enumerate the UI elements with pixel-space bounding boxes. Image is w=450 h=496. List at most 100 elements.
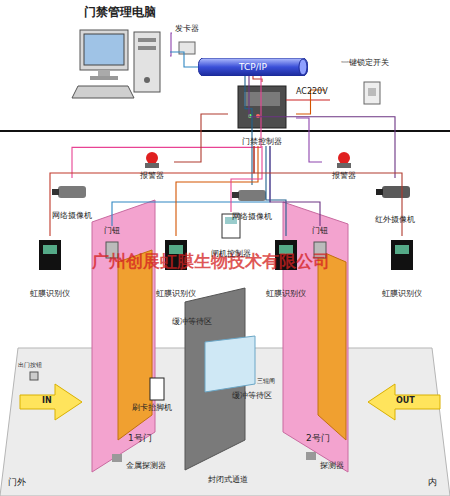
camera-icon (52, 189, 59, 195)
camera-icon (382, 186, 410, 198)
device-label: 虹膜识别仪 (30, 289, 70, 298)
signal-wire (174, 114, 228, 162)
alarm-light-icon (338, 152, 350, 164)
computer-illustration (138, 38, 156, 42)
exit-button-device (30, 372, 38, 380)
alarm-light: 报警器 (130, 144, 174, 180)
iris-reader: 虹膜识别仪 (372, 236, 432, 298)
signal-wire (50, 146, 254, 236)
device-label: 报警器 (332, 171, 356, 180)
device-label: 门禁控制器 (242, 137, 282, 146)
signal-wire (249, 76, 395, 178)
area-label: 门外 (8, 478, 26, 488)
in-arrow (20, 384, 82, 420)
computer-illustration (138, 46, 156, 50)
camera-icon (376, 189, 383, 195)
direction-label: OUT (396, 397, 415, 406)
alarm-light-icon (146, 152, 158, 164)
divider-line (0, 130, 450, 132)
lock-switch-device (368, 88, 376, 96)
detector-device (112, 454, 122, 462)
signal-wire (231, 146, 262, 212)
lock-switch: 一键锁定开关 (325, 58, 405, 114)
iris-device-icon (391, 240, 413, 270)
device-label: TCP/IP (239, 62, 267, 72)
signal-wire (72, 76, 261, 178)
controller-cabinet (256, 114, 260, 118)
computer-illustration (144, 77, 150, 83)
alarm-light-icon (145, 152, 351, 168)
signal-wire (296, 118, 322, 162)
signal-wire (170, 52, 198, 67)
camera-icon (58, 186, 86, 198)
device-label: 探测器 (320, 462, 344, 471)
alarm-light-icon (337, 163, 351, 168)
iris-device-icon (395, 245, 409, 254)
device-label: 虹膜识别仪 (156, 289, 196, 298)
bus-end (299, 59, 307, 75)
computer-illustration (72, 30, 160, 98)
right-wall (318, 250, 346, 440)
left-wall (92, 200, 155, 472)
card-issuer: 发卡器 (172, 24, 202, 58)
signal-wire (266, 146, 286, 236)
camera-icon (238, 190, 266, 201)
device-label: 虹膜识别仪 (382, 289, 422, 298)
computer-illustration (84, 34, 124, 65)
device-label: 门钮 (104, 226, 120, 235)
area-label: 内 (428, 478, 437, 488)
power-label: AC220V (296, 88, 328, 97)
signal-wire (270, 146, 320, 226)
network-camera: 网络摄像机 (42, 178, 102, 220)
signal-wire (176, 146, 258, 236)
computer-station: 门禁管理电脑 (70, 6, 170, 106)
device-label: 网络摄像机 (52, 211, 92, 220)
computer-illustration (134, 32, 160, 92)
door-label: 1号门 (128, 434, 152, 444)
lock-switch-device (364, 82, 380, 104)
infrared-camera: 红外摄像机 (360, 178, 430, 224)
lock-switch-device (364, 82, 380, 104)
camera-icon (232, 192, 239, 198)
device-label: 虹膜识别仪 (266, 289, 306, 298)
iris-device-icon (39, 240, 61, 270)
computer-illustration (72, 86, 134, 98)
computer-illustration (98, 70, 110, 76)
alarm-light-icon (145, 163, 159, 168)
access-controller: 门禁控制器 (228, 82, 296, 146)
zone-label: 缓冲等待区 (232, 392, 272, 401)
turnstile (205, 336, 255, 392)
exit-button-label: 出门按钮 (18, 362, 42, 369)
device-label: 发卡器 (175, 24, 199, 33)
left-wall (92, 200, 155, 472)
iris-device-icon (39, 240, 413, 270)
iris-device-icon (43, 245, 57, 254)
device-label: 三辊闸 (257, 378, 275, 385)
direction-label: IN (42, 397, 52, 406)
computer-illustration (90, 76, 118, 80)
device-label: 红外摄像机 (375, 215, 415, 224)
card-reader-device (150, 378, 164, 400)
passage-label: 封闭式通道 (208, 476, 248, 485)
device-label: 金属探测器 (126, 462, 166, 471)
device-label: 一键锁定开关 (341, 58, 389, 67)
detector-device (306, 452, 316, 460)
device-label: 刷卡抬脚机 (132, 404, 172, 413)
out-arrow (368, 384, 440, 420)
bus-body (198, 58, 308, 76)
iris-reader: 虹膜识别仪 (20, 236, 80, 298)
device-label: 网络摄像机 (232, 212, 272, 221)
network-bus: TCP/IP (198, 58, 308, 76)
power-wire (286, 99, 330, 100)
door-label: 2号门 (306, 434, 330, 444)
device-label: 闸机控制器 (211, 249, 251, 258)
zone-label: 缓冲等待区 (172, 318, 212, 327)
device-label: 报警器 (140, 171, 164, 180)
device-label: 门钮 (312, 226, 328, 235)
network-camera: 网络摄像机 (222, 185, 282, 221)
alarm-light: 报警器 (322, 144, 366, 180)
device-label: 门禁管理电脑 (84, 6, 156, 20)
